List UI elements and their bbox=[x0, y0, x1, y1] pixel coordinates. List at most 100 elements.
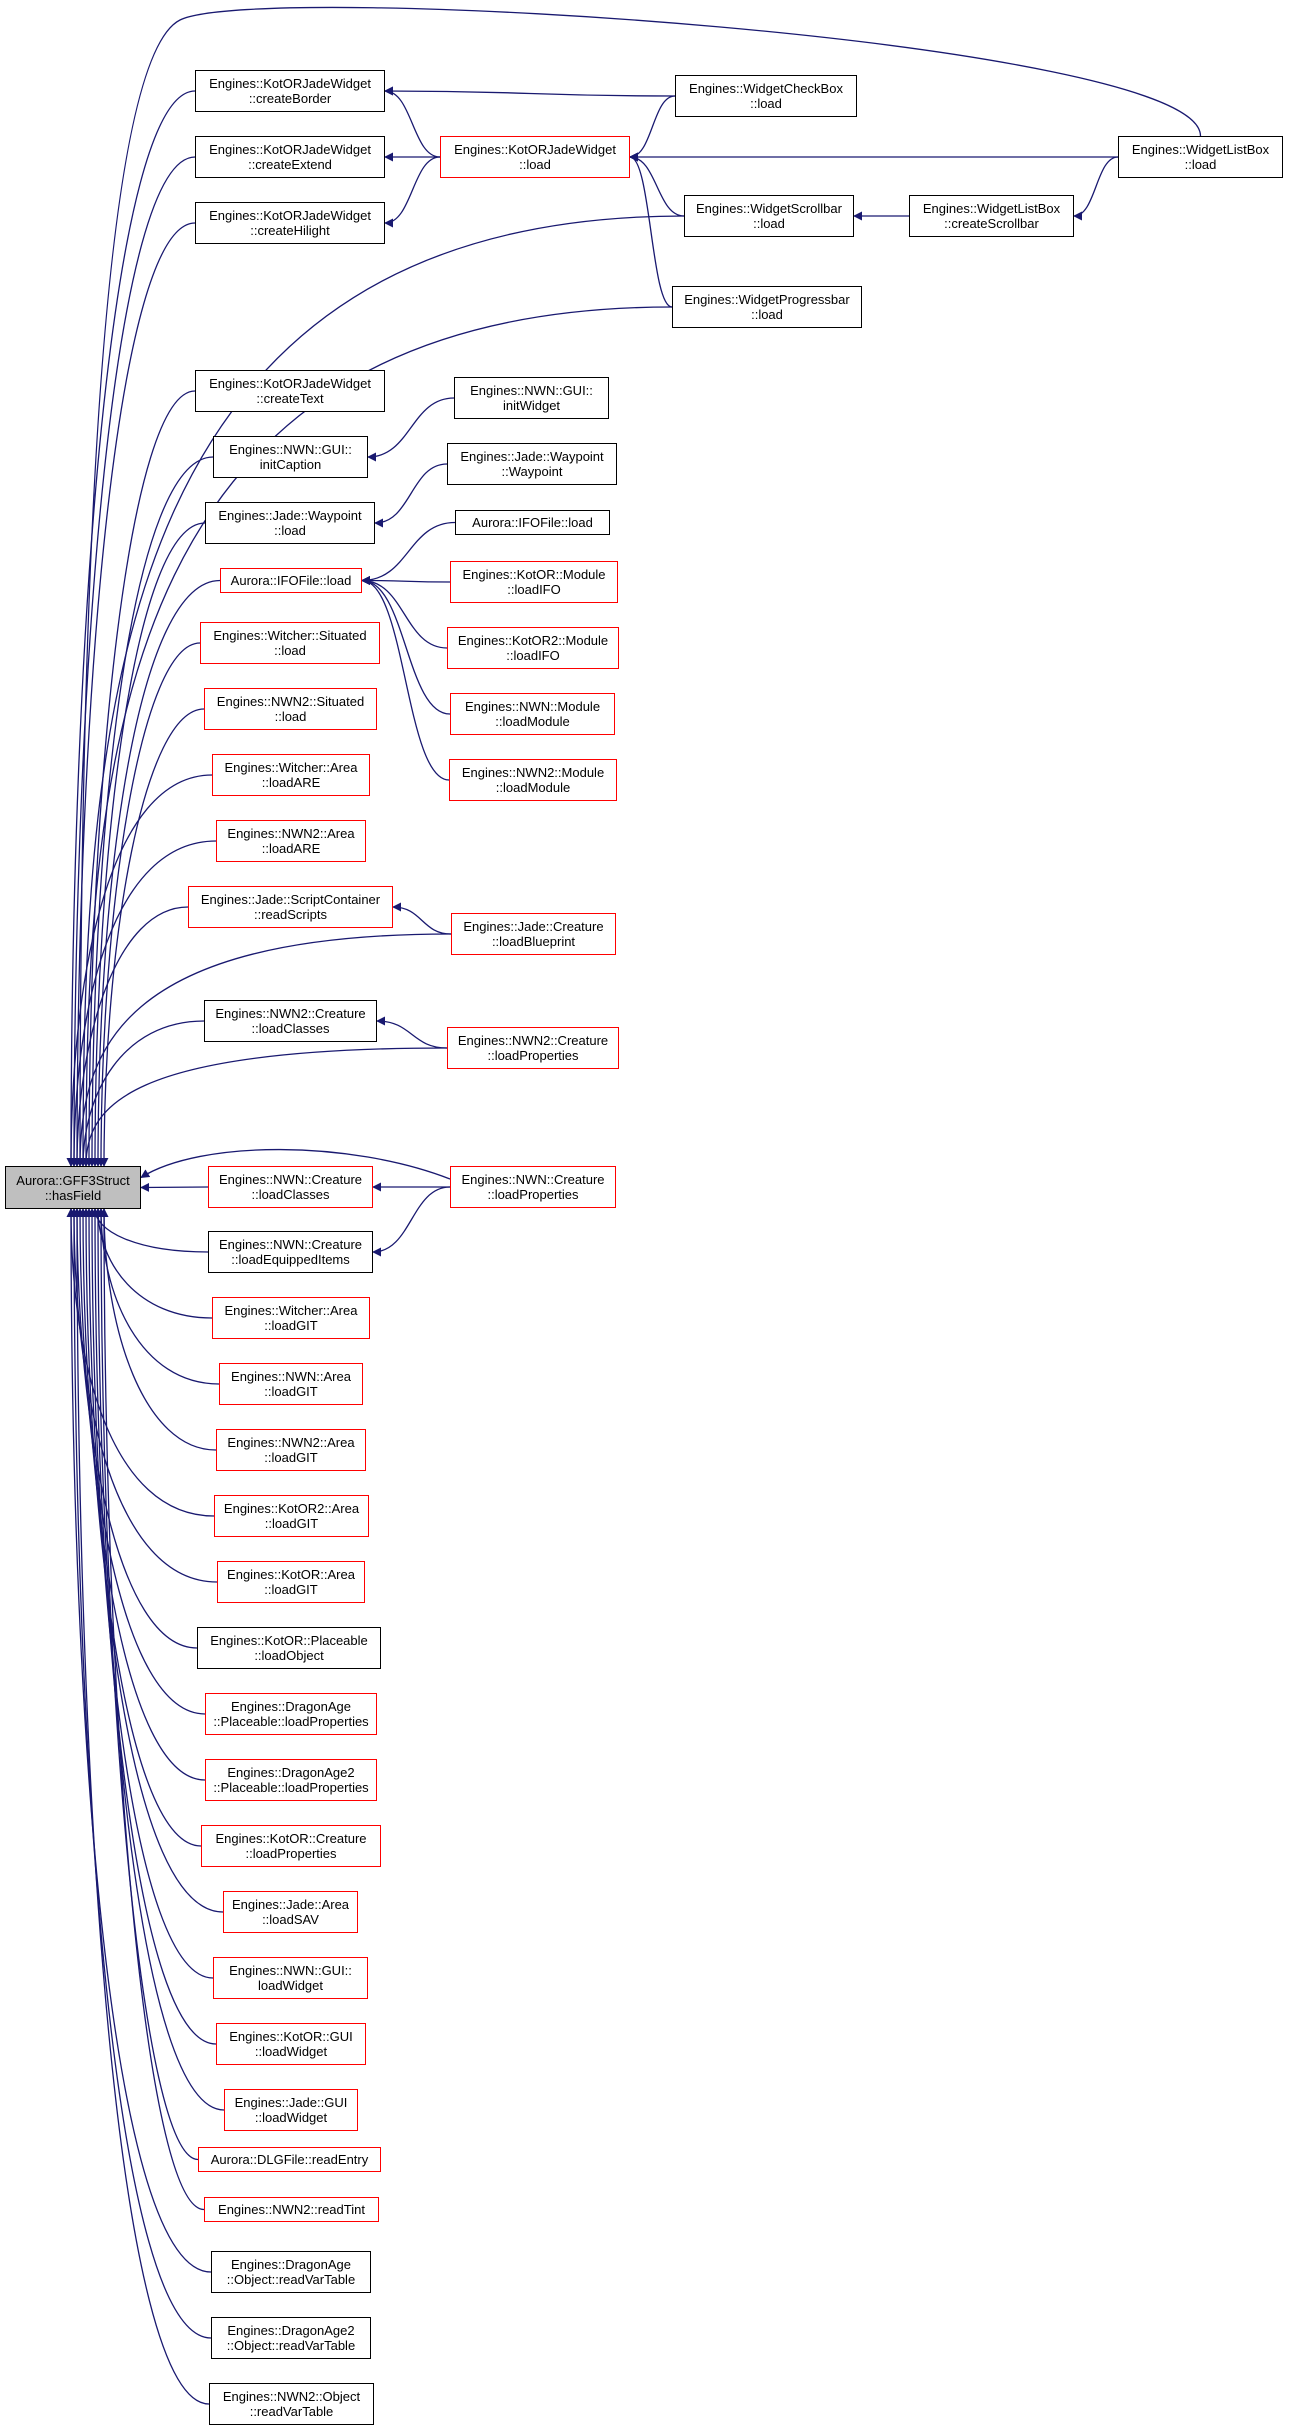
node-nwn-creature-loadequippeditems[interactable]: Engines::NWN::Creature ::loadEquippedIte… bbox=[208, 1231, 373, 1273]
node-label-line1: Engines::Jade::Area bbox=[231, 1897, 350, 1912]
node-label-line2: ::loadClasses bbox=[251, 1021, 330, 1036]
node-kotor-placeable-loadobject[interactable]: Engines::KotOR::Placeable ::loadObject bbox=[197, 1627, 381, 1669]
edge-jade_sav-to-root bbox=[84, 1208, 224, 1913]
node-kotorjade-createhilight[interactable]: Engines::KotORJadeWidget ::createHilight bbox=[195, 202, 385, 244]
node-kotorjade-createextend[interactable]: Engines::KotORJadeWidget ::createExtend bbox=[195, 136, 385, 178]
node-nwn2-area-loadare[interactable]: Engines::NWN2::Area ::loadARE bbox=[216, 820, 366, 862]
node-label-line2: ::loadEquippedItems bbox=[231, 1252, 350, 1267]
node-kotor-area-loadgit[interactable]: Engines::KotOR::Area ::loadGIT bbox=[217, 1561, 365, 1603]
node-kotor2-area-loadgit[interactable]: Engines::KotOR2::Area ::loadGIT bbox=[214, 1495, 369, 1537]
node-nwn-gui-loadwidget[interactable]: Engines::NWN::GUI:: loadWidget bbox=[213, 1957, 368, 1999]
node-label-line2: ::loadIFO bbox=[507, 582, 561, 597]
node-nwn-gui-initwidget[interactable]: Engines::NWN::GUI:: initWidget bbox=[454, 377, 609, 419]
node-label-line1: Engines::Jade::GUI bbox=[234, 2095, 348, 2110]
node-label-line1: Engines::KotORJadeWidget bbox=[209, 76, 371, 91]
node-dlgfile-readentry[interactable]: Aurora::DLGFile::readEntry bbox=[198, 2147, 381, 2172]
node-label-line2: ::loadProperties bbox=[487, 1048, 579, 1063]
node-label-line1: Engines::DragonAge bbox=[231, 1699, 351, 1714]
edge-nwn_cr_prop-to-nwn_cr_eq bbox=[372, 1186, 451, 1257]
edge-jade_wp_wp-to-jade_wp_load bbox=[374, 463, 448, 528]
node-label-line2: ::loadSAV bbox=[262, 1912, 319, 1927]
node-widgetscrollbar-load[interactable]: Engines::WidgetScrollbar ::load bbox=[684, 195, 854, 237]
node-label-line1: Engines::NWN2::Area bbox=[227, 826, 355, 841]
node-label-line2: ::loadARE bbox=[261, 841, 321, 856]
node-label-line2: ::createExtend bbox=[248, 157, 332, 172]
node-kotor2-module-loadifo[interactable]: Engines::KotOR2::Module ::loadIFO bbox=[447, 627, 619, 669]
node-widgetlistbox-load[interactable]: Engines::WidgetListBox ::load bbox=[1118, 136, 1283, 178]
node-label-line1: Engines::KotOR::Area bbox=[227, 1567, 355, 1582]
node-ifofile-load-leaf[interactable]: Aurora::IFOFile::load bbox=[455, 510, 610, 535]
edge-kotor_cr_prop-to-root bbox=[81, 1208, 202, 1847]
node-nwn2-creature-loadclasses[interactable]: Engines::NWN2::Creature ::loadClasses bbox=[204, 1000, 377, 1042]
node-label-line2: ::loadClasses bbox=[251, 1187, 330, 1202]
node-dragonage-placeable-loadproperties[interactable]: Engines::DragonAge ::Placeable::loadProp… bbox=[205, 1693, 377, 1735]
edge-nwn2_git-to-root bbox=[99, 1208, 217, 1451]
edge-wcb_load-to-kjw_load bbox=[629, 95, 676, 162]
node-nwn-creature-loadproperties[interactable]: Engines::NWN::Creature ::loadProperties bbox=[450, 1166, 616, 1208]
edge-jade_cr_bp-to-jade_sc bbox=[392, 902, 452, 935]
node-label-line1: Engines::NWN2::Object bbox=[222, 2389, 361, 2404]
node-widgetcheckbox-load[interactable]: Engines::WidgetCheckBox ::load bbox=[675, 75, 857, 117]
node-kotor-module-loadifo[interactable]: Engines::KotOR::Module ::loadIFO bbox=[450, 561, 618, 603]
node-label-line1: Engines::Witcher::Area bbox=[224, 1303, 358, 1318]
node-kotor-creature-loadproperties[interactable]: Engines::KotOR::Creature ::loadPropertie… bbox=[201, 1825, 381, 1867]
node-nwn-module-loadmodule[interactable]: Engines::NWN::Module ::loadModule bbox=[450, 693, 615, 735]
node-label-line1: Engines::KotOR::GUI bbox=[229, 2029, 353, 2044]
node-nwn-area-loadgit[interactable]: Engines::NWN::Area ::loadGIT bbox=[219, 1363, 363, 1405]
node-nwn2-creature-loadproperties[interactable]: Engines::NWN2::Creature ::loadProperties bbox=[447, 1027, 619, 1069]
edge-jade_sc-to-root bbox=[72, 906, 189, 1167]
node-label-line1: Engines::KotORJadeWidget bbox=[209, 376, 371, 391]
node-witcher-area-loadare[interactable]: Engines::Witcher::Area ::loadARE bbox=[212, 754, 370, 796]
edge-kotor2_mod-to-ifo_load bbox=[361, 576, 448, 649]
node-label-line1: Engines::NWN::Creature bbox=[218, 1237, 363, 1252]
node-nwn2-object-readvartable[interactable]: Engines::NWN2::Object ::readVarTable bbox=[209, 2383, 374, 2425]
edge-kotor_mod-to-ifo_load bbox=[361, 576, 451, 586]
node-nwn2-area-loadgit[interactable]: Engines::NWN2::Area ::loadGIT bbox=[216, 1429, 366, 1471]
edge-witcher_git-to-root bbox=[93, 1208, 213, 1319]
node-label-line2: ::createText bbox=[256, 391, 324, 406]
node-jade-waypoint-load[interactable]: Engines::Jade::Waypoint ::load bbox=[205, 502, 375, 544]
node-dragonage2-placeable-loadproperties[interactable]: Engines::DragonAge2 ::Placeable::loadPro… bbox=[205, 1759, 377, 1801]
node-widgetprogressbar-load[interactable]: Engines::WidgetProgressbar ::load bbox=[672, 286, 862, 328]
node-jade-creature-loadblueprint[interactable]: Engines::Jade::Creature ::loadBlueprint bbox=[451, 913, 616, 955]
node-jade-scriptcontainer-readscripts[interactable]: Engines::Jade::ScriptContainer ::readScr… bbox=[188, 886, 393, 928]
node-label-line1: Engines::DragonAge2 bbox=[227, 1765, 355, 1780]
node-label-line2: ::Object::readVarTable bbox=[226, 2338, 356, 2353]
edge-nwn_cr_cls-to-root bbox=[140, 1182, 209, 1192]
node-label-line1: Aurora::IFOFile::load bbox=[230, 573, 352, 588]
node-jade-waypoint-waypoint[interactable]: Engines::Jade::Waypoint ::Waypoint bbox=[447, 443, 617, 485]
edge-kjw_load-to-kjw_border bbox=[384, 86, 441, 158]
node-nwn2-readtint[interactable]: Engines::NWN2::readTint bbox=[204, 2197, 379, 2222]
node-label-line2: ::createScrollbar bbox=[944, 216, 1039, 231]
node-label-line2: initCaption bbox=[259, 457, 322, 472]
node-label-line1: Engines::NWN2::Area bbox=[227, 1435, 355, 1450]
node-witcher-area-loadgit[interactable]: Engines::Witcher::Area ::loadGIT bbox=[212, 1297, 370, 1339]
node-label-line1: Engines::KotORJadeWidget bbox=[454, 142, 616, 157]
node-dragonage-object-readvartable[interactable]: Engines::DragonAge ::Object::readVarTabl… bbox=[211, 2251, 371, 2293]
node-kotorjade-createborder[interactable]: Engines::KotORJadeWidget ::createBorder bbox=[195, 70, 385, 112]
edge-nwn2_sit-to-root bbox=[99, 708, 205, 1167]
node-label-line2: ::Object::readVarTable bbox=[226, 2272, 356, 2287]
node-jade-gui-loadwidget[interactable]: Engines::Jade::GUI ::loadWidget bbox=[224, 2089, 358, 2131]
node-nwn2-module-loadmodule[interactable]: Engines::NWN2::Module ::loadModule bbox=[449, 759, 617, 801]
node-dragonage2-object-readvartable[interactable]: Engines::DragonAge2 ::Object::readVarTab… bbox=[211, 2317, 371, 2359]
edge-jade_wp_load-to-root bbox=[90, 522, 206, 1167]
node-label-line1: Engines::Jade::Creature bbox=[463, 919, 604, 934]
node-nwn2-situated-load[interactable]: Engines::NWN2::Situated ::load bbox=[204, 688, 377, 730]
node-label-line1: Engines::NWN2::Module bbox=[461, 765, 605, 780]
node-label-line1: Engines::KotORJadeWidget bbox=[209, 142, 371, 157]
edge-kjw_extend-to-root bbox=[69, 156, 196, 1167]
node-kotor-gui-loadwidget[interactable]: Engines::KotOR::GUI ::loadWidget bbox=[216, 2023, 366, 2065]
node-label-line2: ::load bbox=[1184, 157, 1217, 172]
node-kotorjade-createtext[interactable]: Engines::KotORJadeWidget ::createText bbox=[195, 370, 385, 412]
node-kotorjade-load[interactable]: Engines::KotORJadeWidget ::load bbox=[440, 136, 630, 178]
node-ifofile-load[interactable]: Aurora::IFOFile::load bbox=[220, 568, 362, 593]
node-widgetlistbox-createscrollbar[interactable]: Engines::WidgetListBox ::createScrollbar bbox=[909, 195, 1074, 237]
node-witcher-situated-load[interactable]: Engines::Witcher::Situated ::load bbox=[200, 622, 380, 664]
node-label-line1: Aurora::DLGFile::readEntry bbox=[210, 2152, 369, 2167]
node-nwn-gui-initcaption[interactable]: Engines::NWN::GUI:: initCaption bbox=[213, 436, 368, 478]
node-nwn-creature-loadclasses[interactable]: Engines::NWN::Creature ::loadClasses bbox=[208, 1166, 373, 1208]
node-jade-area-loadsav[interactable]: Engines::Jade::Area ::loadSAV bbox=[223, 1891, 358, 1933]
node-label-line2: ::Waypoint bbox=[501, 464, 563, 479]
